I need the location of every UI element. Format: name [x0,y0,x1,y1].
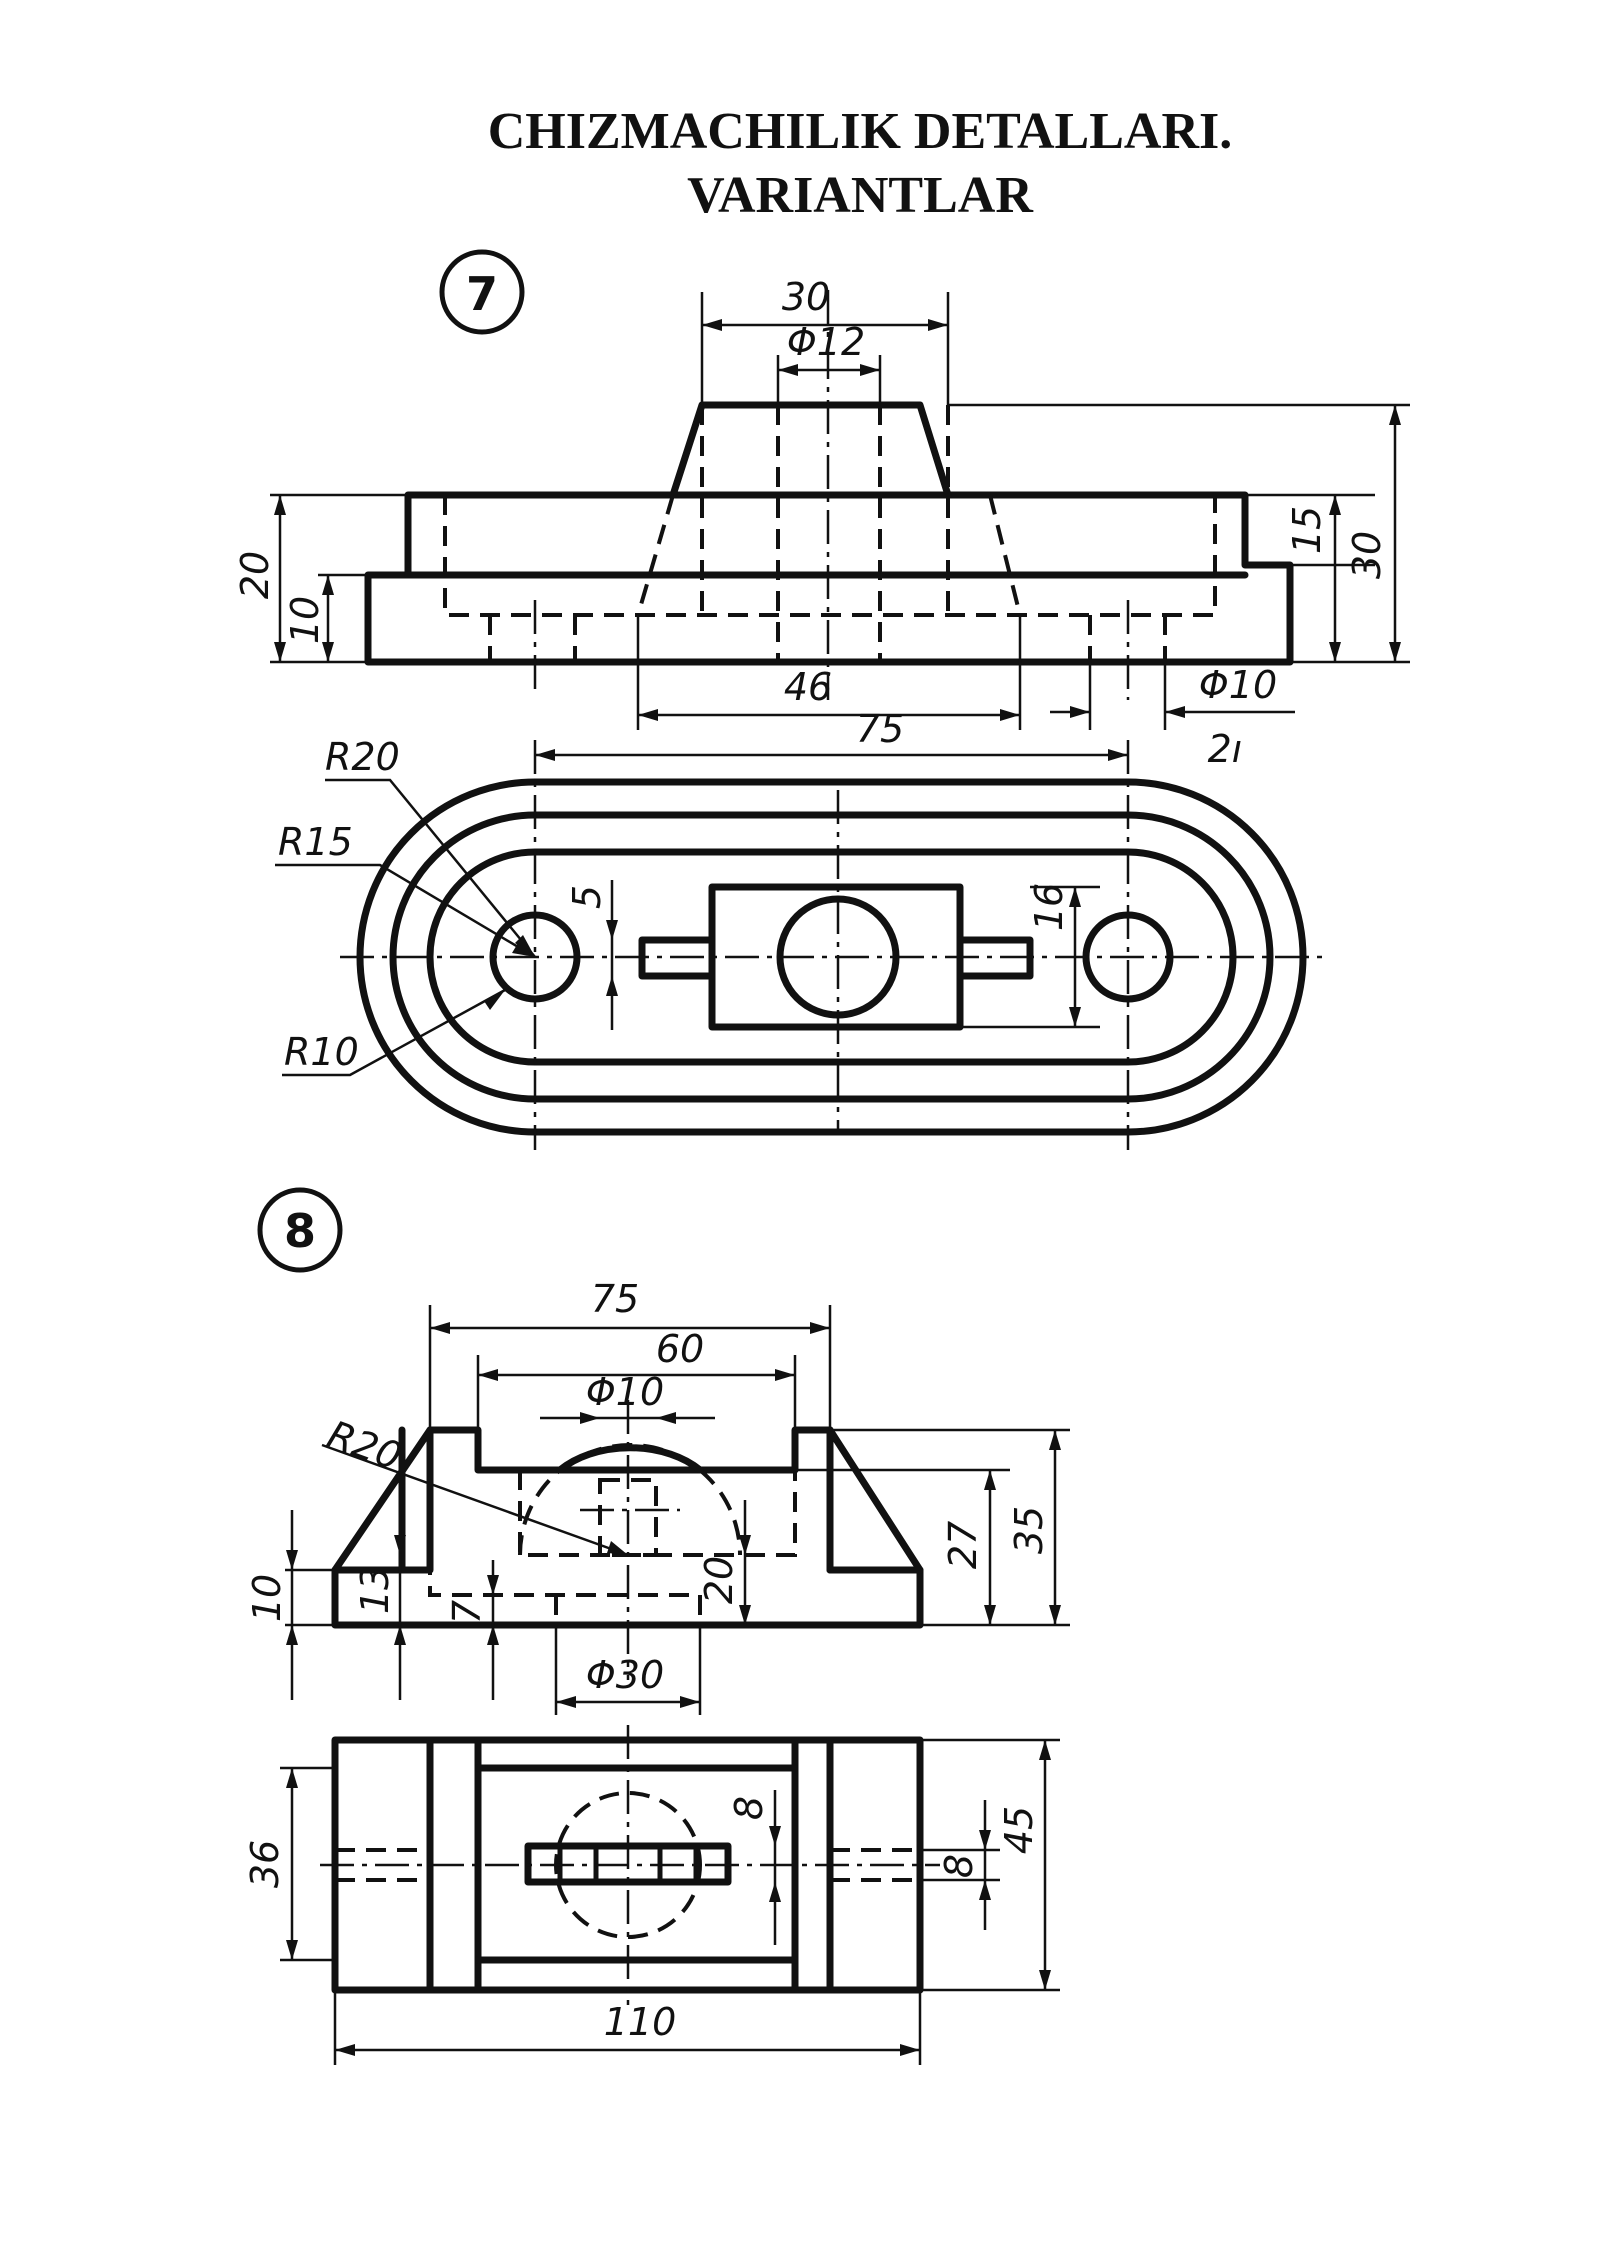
variant-8: 8 75 [243,1187,1070,2065]
variant-7: 7 [233,249,1410,1150]
v8-front-hidden-arc [518,1443,742,1556]
v8-front-arc-top [556,1444,704,1474]
top-view-outer-slot [356,778,1307,1136]
dim-boss-height: 16 [1027,883,1071,931]
dim-center-distance: 75 [856,707,904,751]
dim-v8-rib-height: 13 [353,1566,397,1614]
dim-v8-radius: R20 [322,1412,407,1479]
dim-v8-bore: Φ30 [586,1653,664,1697]
variant-7-badge [439,249,525,335]
dim-v8-side-slot: 8 [937,1854,981,1878]
dim-span-46: 46 [784,665,832,709]
dim-v8-hole-top: Φ10 [586,1370,664,1414]
front-view-hidden-taper-right [988,494,1022,616]
variant-7-front-dimensions: 30 Φ12 20 10 15 [233,275,1410,771]
variant-8-front-dimensions: 75 60 Φ10 R20 10 13 [245,1277,1070,1715]
dim-r-mid: R15 [278,820,353,864]
dim-v8-inner-height: 27 [941,1521,985,1569]
title-line-1: CHIZMACHILIK DETALLARI. [487,103,1233,160]
dim-hole-top: Φ12 [787,320,865,364]
dim-width-top: 30 [782,275,830,319]
dim-v8-arc-height: 20 [697,1556,741,1604]
front-view-hidden-taper-left [636,494,675,616]
dim-v8-length: 110 [604,2000,677,2044]
v8-front-hidden-channel [518,1470,797,1557]
variant-8-front-view [331,1400,924,1680]
variant-8-top-dimensions: 36 8 8 45 110 [243,1738,1060,2065]
dim-v8-overall-top: 75 [591,1277,639,1321]
dim-height-right-inner: 15 [1285,506,1329,554]
dim-r-inner: R10 [284,1030,359,1074]
dim-v8-plan-width-right: 45 [997,1806,1041,1854]
variant-7-top-view [340,740,1330,1150]
variant-7-front-view [364,290,1294,700]
page-title: CHIZMACHILIK DETALLARI. VARIANTLAR [0,100,1600,228]
dim-height-left: 20 [233,551,277,599]
variant-8-top-view [320,1725,940,2005]
dim-r-outer: R20 [325,735,400,779]
variant-7-top-dimensions: 75 R20 R15 R10 5 16 [275,707,1128,1077]
dim-v8-plan-width-left: 36 [243,1840,287,1888]
dim-v8-total-height: 35 [1007,1506,1051,1554]
dim-v8-slot-width: 8 [727,1796,771,1820]
dim-slot-width: 5 [565,885,609,909]
dim-count: 2ı [1208,727,1243,771]
dim-hole-small: Φ10 [1199,663,1277,707]
dim-step-left: 10 [283,596,327,644]
front-view-hidden-recess [443,495,1217,617]
dim-v8-base-height: 10 [245,1574,289,1622]
title-line-2: VARIANTLAR [687,167,1033,224]
variant-8-badge [257,1187,343,1273]
dim-height-right: 30 [1345,531,1389,579]
dim-v8-foot-height: 7 [445,1600,489,1624]
dim-v8-inner-top: 60 [656,1327,704,1371]
v8-front-hidden-base [428,1555,702,1625]
variant-8-number: 8 [284,1204,316,1258]
variant-7-number: 7 [466,267,498,321]
